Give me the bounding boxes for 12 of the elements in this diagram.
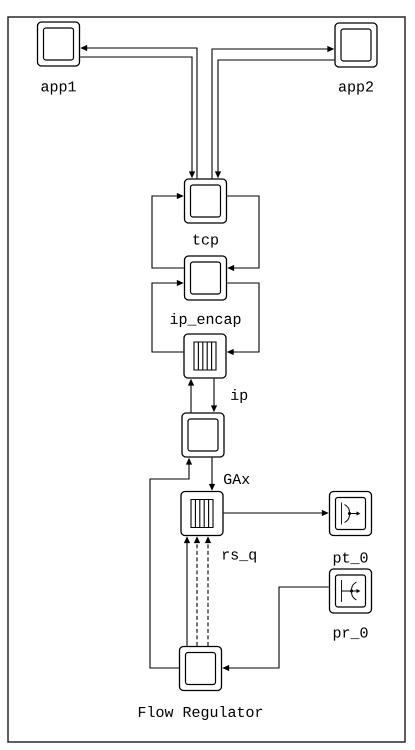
arrow [151, 192, 184, 269]
module-label: app1 [41, 82, 76, 94]
module-label: pr_0 [334, 627, 368, 641]
module-label: ip [231, 389, 248, 403]
arrow [227, 195, 260, 272]
module-label: tcp [193, 234, 218, 248]
module-label: Flow Regulator [138, 706, 262, 720]
module-label: GAx [224, 474, 250, 484]
module-label: rs_q [222, 551, 256, 563]
module-label: ip_encap [170, 313, 240, 327]
module-label: app2 [338, 81, 373, 95]
module-label: pt_0 [334, 552, 368, 566]
